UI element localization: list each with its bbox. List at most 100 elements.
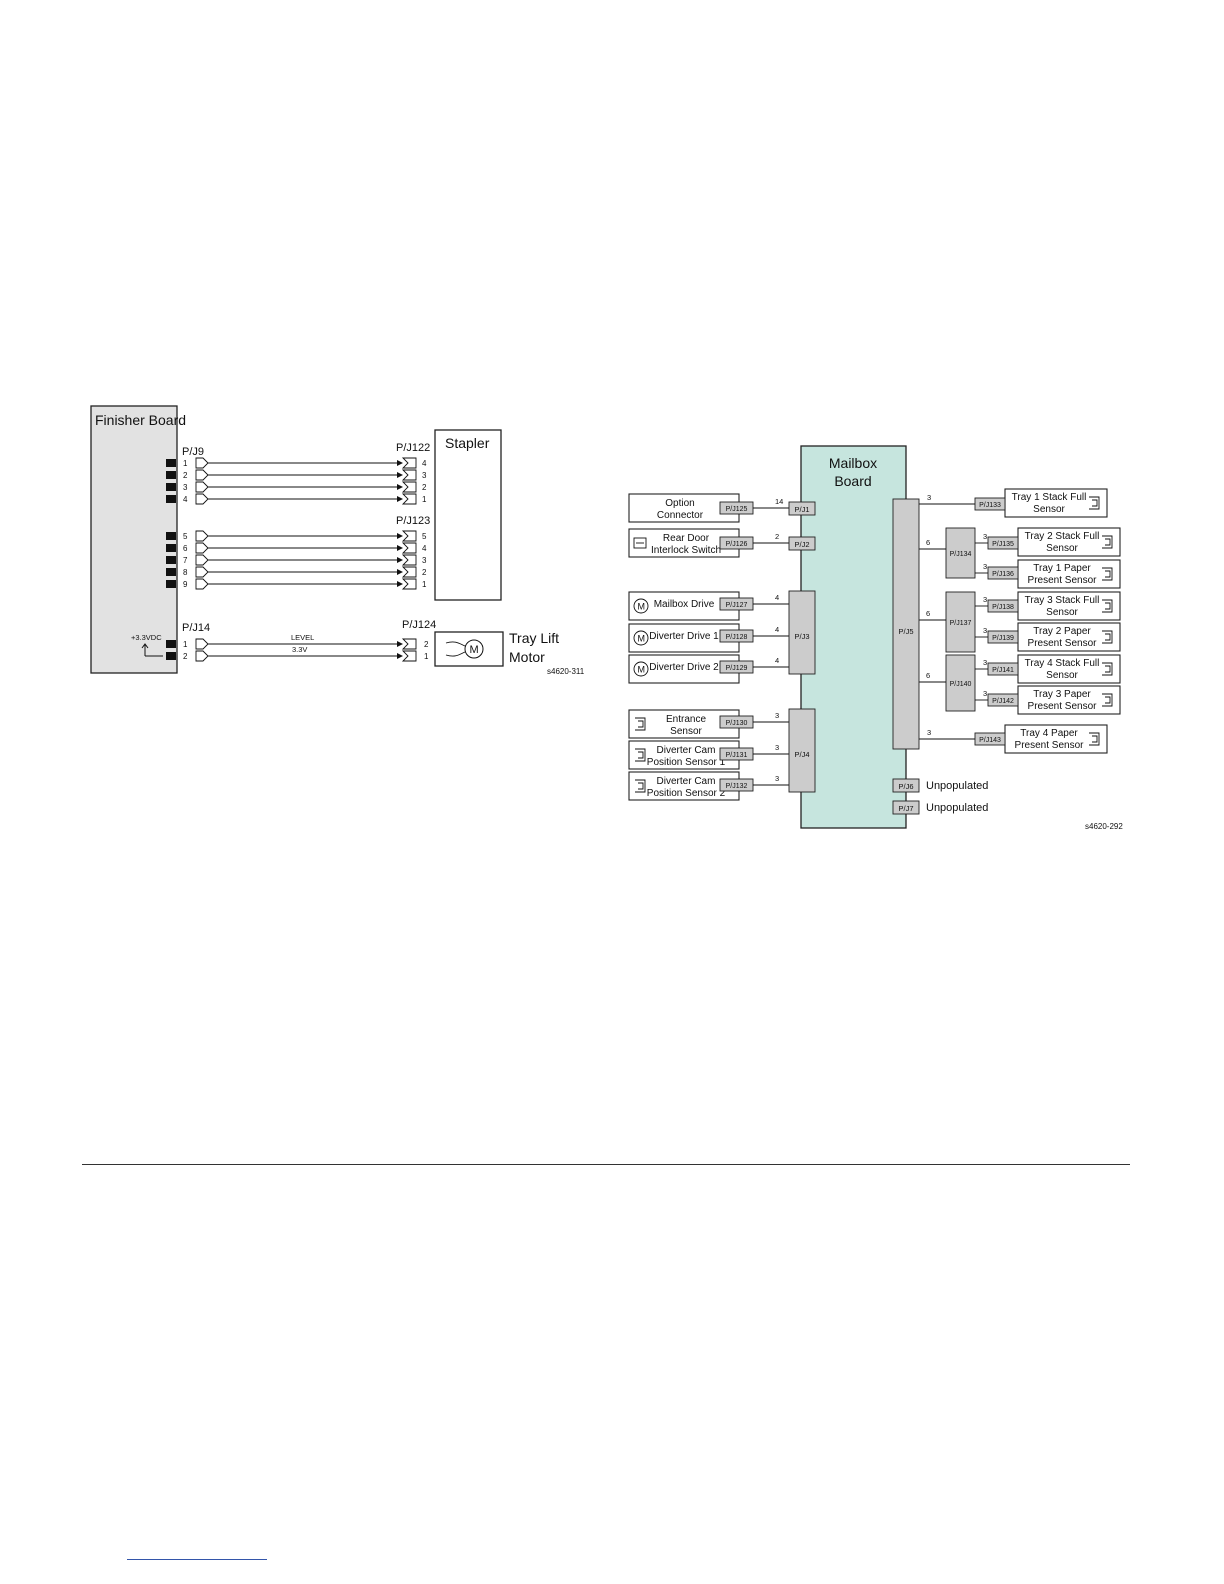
pj124-pin-number: 1	[424, 652, 429, 661]
right-device-wire-count: 3	[983, 562, 987, 571]
sensor-icon	[1102, 693, 1113, 707]
left-device-wire-count: 2	[775, 532, 779, 541]
left-device-wire-count: 3	[775, 711, 779, 720]
pj122-pin-number: 4	[422, 459, 427, 468]
left-device-label: Diverter Drive 2	[649, 662, 719, 673]
stapler-plug	[401, 481, 417, 493]
pj9-plug	[195, 542, 209, 554]
right-device-label-1: Tray 1 Stack Full	[1012, 492, 1087, 503]
pj14-pin-number: 2	[183, 652, 188, 661]
board-pin-block	[166, 471, 176, 479]
sensor-icon	[1089, 496, 1100, 510]
pj9-pin-number: 9	[183, 580, 188, 589]
pj1-connector	[788, 501, 816, 516]
pj9-pin-number: 8	[183, 568, 188, 577]
mailbox-board-title-1: Mailbox	[829, 455, 877, 471]
right-device-box	[1017, 685, 1121, 715]
left-device-connector-label: P/J126	[726, 541, 748, 548]
pj3-label: P/J3	[794, 632, 809, 641]
board-pin-block	[166, 556, 176, 564]
left-device-label-2: Sensor	[670, 726, 702, 737]
board-pin-block	[166, 652, 176, 660]
right-device-label-2: Present Sensor	[1028, 701, 1098, 712]
pj9-pin-number: 1	[183, 459, 188, 468]
left-device-label-2: Position Sensor 1	[647, 757, 726, 768]
stapler-plug	[401, 530, 417, 542]
left-device-wire-count: 14	[775, 497, 783, 506]
right-device-wire-count: 3	[983, 532, 987, 541]
pj9-plug	[195, 481, 209, 493]
right-device-label-2: Present Sensor	[1028, 575, 1098, 586]
right-device-wire-count: 3	[983, 595, 987, 604]
left-device-connector-label: P/J125	[726, 506, 748, 513]
left-device-wire-count: 4	[775, 656, 779, 665]
pj5-label: P/J5	[898, 627, 913, 636]
pj14-plug	[195, 650, 209, 662]
right-device-wire-count: 3	[927, 728, 931, 737]
sensor-icon	[1102, 630, 1113, 644]
pj124-plug	[401, 638, 417, 650]
motor-icon	[464, 639, 484, 659]
motor-icon-symbol: M	[638, 602, 646, 612]
pj9-plug	[195, 530, 209, 542]
right-device-connector-label: P/J143	[979, 737, 1001, 744]
pj9-plug	[195, 554, 209, 566]
pj14-plug	[195, 638, 209, 650]
left-device-connector-label: P/J132	[726, 783, 748, 790]
left-device-label-1: Rear Door	[663, 533, 710, 544]
right-device-box	[1017, 559, 1121, 589]
sensor-icon	[1102, 567, 1113, 581]
right-device-connector-label: P/J133	[979, 502, 1001, 509]
stapler-box	[434, 429, 502, 601]
pj6-unpopulated: Unpopulated	[926, 780, 988, 792]
motor-symbol: M	[470, 644, 479, 656]
right-device-label-2: Sensor	[1046, 670, 1078, 681]
left-device-label-2: Connector	[657, 510, 704, 521]
right-device-wire-count: 3	[983, 626, 987, 635]
pj6-label: P/J6	[898, 782, 913, 791]
pj123-pin-number: 4	[422, 544, 427, 553]
stapler-plug	[401, 578, 417, 590]
right-device-label-2: Present Sensor	[1028, 638, 1098, 649]
pj1-label: P/J1	[794, 505, 809, 514]
motor-icon	[633, 661, 649, 677]
sensor-icon	[1102, 599, 1113, 613]
motor-icon	[633, 630, 649, 646]
pj14-pin-number: 1	[183, 640, 188, 649]
sensor-icon	[1089, 732, 1100, 746]
pj9-pin-number: 7	[183, 556, 188, 565]
left-device-label-1: Diverter Cam	[657, 745, 716, 756]
right-hub-connector	[945, 591, 976, 653]
right-hub-label: P/J134	[950, 551, 972, 558]
left-device-label-1: Diverter Cam	[657, 776, 716, 787]
stapler-plug	[401, 542, 417, 554]
tray-lift-motor-box	[434, 631, 504, 667]
pj123-pin-number: 5	[422, 532, 427, 541]
left-device-connector-label: P/J131	[726, 752, 748, 759]
right-hub-wire-count: 6	[926, 609, 930, 618]
stapler-label: Stapler	[445, 435, 490, 451]
pj122-pin-number: 3	[422, 471, 427, 480]
pj9-label: P/J9	[182, 446, 204, 458]
tray-lift-label-1: Tray Lift	[509, 630, 559, 646]
pj123-pin-number: 1	[422, 580, 427, 589]
board-pin-block	[166, 483, 176, 491]
pj6-connector	[892, 778, 920, 793]
right-device-connector-label: P/J135	[992, 541, 1014, 548]
left-device-label-1: Option	[665, 498, 694, 509]
pj9-plug	[195, 493, 209, 505]
left-device-box	[628, 709, 740, 739]
right-hub-label: P/J137	[950, 620, 972, 627]
sensor-icon	[635, 717, 646, 731]
pj9-plug	[195, 457, 209, 469]
right-device-connector-label: P/J138	[992, 604, 1014, 611]
pj7-connector	[892, 800, 920, 815]
right-device-label-1: Tray 1 Paper	[1033, 563, 1091, 574]
mailbox-figure-code: s4620-292	[1085, 822, 1123, 831]
pj123-pin-number: 2	[422, 568, 427, 577]
right-hub-label: P/J140	[950, 681, 972, 688]
